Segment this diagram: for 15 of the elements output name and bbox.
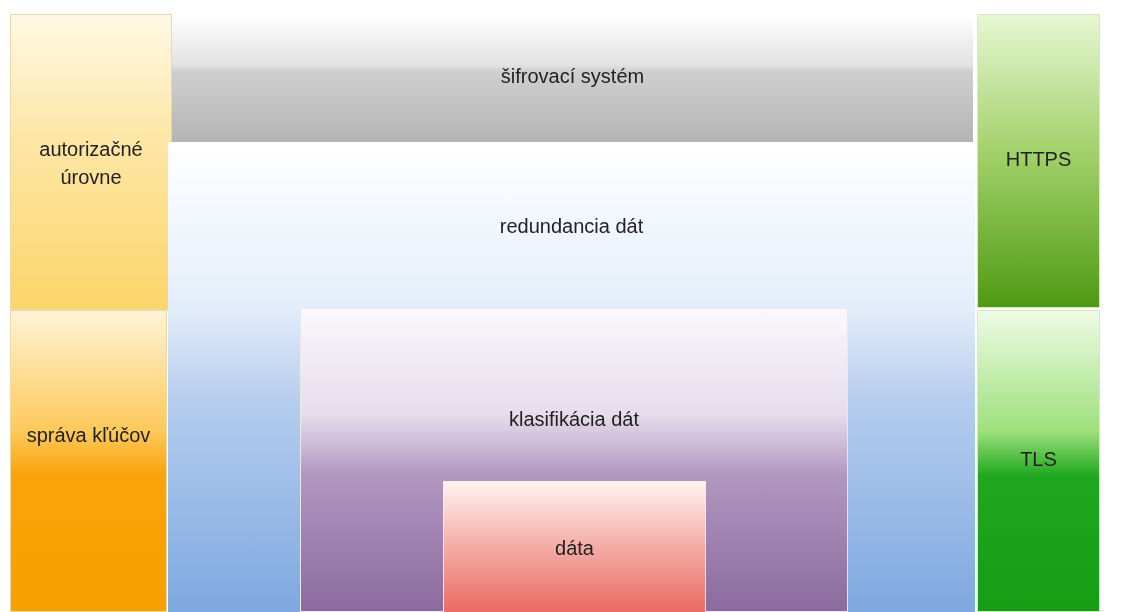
layer-label: autorizačné úrovne (38, 137, 144, 190)
layer-panel (977, 14, 1100, 308)
layer-label: redundancia dát (498, 214, 645, 239)
layer-label: dáta (554, 536, 595, 561)
layer-label: TLS (1019, 447, 1058, 472)
layer-panel (10, 14, 172, 310)
layer-label: HTTPS (1004, 147, 1073, 172)
layer-area (168, 142, 975, 612)
layer-box (300, 308, 848, 612)
layer-label: klasifikácia dát (507, 407, 641, 432)
layer-panel (10, 310, 167, 612)
layer-label: správa kľúčov (25, 423, 152, 448)
layer-panel (977, 310, 1100, 612)
core-box (443, 481, 706, 612)
layer-label: šifrovací systém (499, 64, 646, 89)
